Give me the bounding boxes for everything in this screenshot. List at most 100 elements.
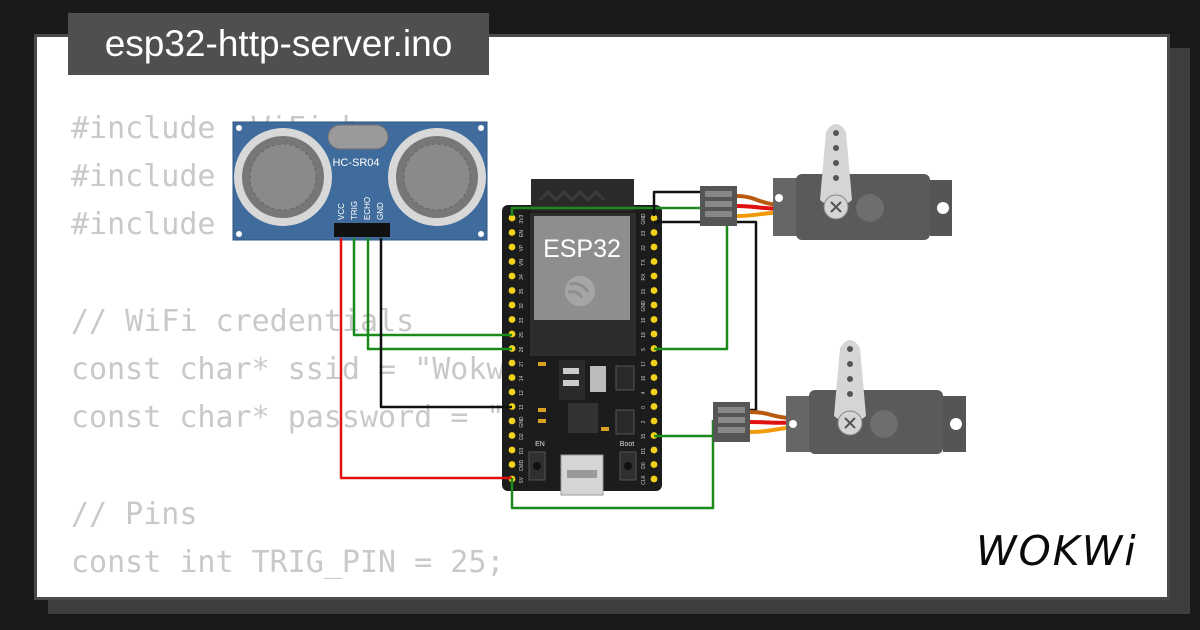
header-pin[interactable] <box>650 287 658 294</box>
wire-servo2-signal <box>654 426 717 438</box>
header-pin[interactable] <box>508 432 516 439</box>
header-pin[interactable] <box>508 388 516 396</box>
header-pin[interactable] <box>508 258 516 265</box>
sensor-pin-label: GND <box>376 202 385 220</box>
wire-servo1-signal <box>654 216 729 351</box>
code-line: const int ECHO_PIN = 26; <box>71 587 667 597</box>
code-line: // Pins <box>71 496 198 532</box>
wire-servo2-gnd <box>654 220 758 412</box>
header-pin[interactable] <box>650 301 658 309</box>
header-pin-label: D3 <box>519 448 525 455</box>
header-pin-label: 22 <box>641 245 647 251</box>
boot-button-label: Boot <box>620 441 634 448</box>
header-pin-label: VP <box>519 244 525 251</box>
header-pin[interactable] <box>650 446 658 454</box>
header-pin[interactable] <box>508 461 516 468</box>
header-pin-label: 5V <box>519 476 525 483</box>
header-pin-label: 13 <box>519 405 525 411</box>
header-pin-label: 12 <box>519 390 525 396</box>
header-pin-label: 35 <box>519 289 525 295</box>
en-button-label: EN <box>535 441 545 448</box>
header-pin-label: 15 <box>641 434 647 440</box>
header-pin[interactable] <box>508 316 516 323</box>
code-line: const int TRIG_PIN = 25; <box>71 544 505 580</box>
header-pin-label: D2 <box>519 433 525 440</box>
wire-gnd <box>379 238 512 409</box>
header-pin[interactable] <box>508 301 516 309</box>
header-pin[interactable] <box>650 359 658 367</box>
header-pin-label: 34 <box>519 274 525 280</box>
header-pin[interactable] <box>508 446 516 454</box>
header-pin[interactable] <box>508 359 516 367</box>
header-pin-label: 26 <box>519 347 525 353</box>
header-pin[interactable] <box>650 272 658 280</box>
header-pin-label: D1 <box>641 448 647 455</box>
header-pin-label: 17 <box>641 361 647 367</box>
servo-motor-2[interactable] <box>713 340 966 454</box>
header-pin-label: 18 <box>641 332 647 338</box>
header-pin[interactable] <box>650 388 658 396</box>
wire-trig <box>352 238 512 337</box>
header-pin-label: 27 <box>519 361 525 367</box>
header-pin-label: 5 <box>641 348 647 351</box>
header-pin[interactable] <box>508 417 516 425</box>
boot-button[interactable] <box>619 451 637 481</box>
header-pin[interactable] <box>650 403 658 410</box>
header-pin[interactable] <box>650 461 658 468</box>
header-pin[interactable] <box>650 374 658 381</box>
header-pin-label: GND <box>641 300 647 312</box>
header-pin[interactable] <box>650 243 658 251</box>
header-pin[interactable] <box>508 374 516 381</box>
header-pin-label: 14 <box>519 376 525 382</box>
header-pin[interactable] <box>650 258 658 265</box>
header-pin-label: 33 <box>519 318 525 324</box>
servo-motor-1[interactable] <box>700 124 952 240</box>
header-pin[interactable] <box>650 475 658 483</box>
wire-servo1-power <box>510 206 700 216</box>
header-pin-label: 4 <box>641 391 647 394</box>
wire-echo <box>366 238 512 351</box>
usb-port <box>560 454 604 496</box>
header-pin-label: RX <box>641 273 647 281</box>
header-pin[interactable] <box>650 229 658 236</box>
header-pin-label: 32 <box>519 303 525 309</box>
en-button[interactable] <box>528 451 546 481</box>
hc-sr04-sensor[interactable]: HC-SR04 VCC TRIG ECHO GND <box>232 121 488 241</box>
wokwi-logo: WOKWi <box>976 527 1138 575</box>
header-pin[interactable] <box>508 243 516 251</box>
sensor-transducer-left <box>234 128 332 226</box>
header-pin[interactable] <box>508 229 516 236</box>
header-pin-label: 23 <box>641 231 647 237</box>
header-pin[interactable] <box>508 287 516 294</box>
header-pin-label: 2 <box>641 420 647 423</box>
header-pin-label: GND <box>519 416 525 428</box>
esp32-chip-label: ESP32 <box>543 235 621 263</box>
sensor-pin-label: TRIG <box>350 201 359 220</box>
header-pin-label: TX <box>641 259 647 266</box>
sensor-pin-label: ECHO <box>363 197 372 220</box>
header-pin-label: CLK <box>641 474 647 484</box>
header-pin[interactable] <box>650 214 658 222</box>
header-pin-label: 25 <box>519 332 525 338</box>
header-pin-label: 16 <box>641 376 647 382</box>
header-pin-label: EN <box>519 230 525 237</box>
esp32-board[interactable]: ESP32 EN Boot 3V3ENVPVN34353233252627141… <box>502 179 662 496</box>
header-pin-label: 3V3 <box>519 214 525 223</box>
header-pin[interactable] <box>508 272 516 280</box>
header-pin-label: 21 <box>641 289 647 295</box>
header-pin-label: D0 <box>641 462 647 469</box>
header-pin[interactable] <box>650 417 658 425</box>
header-pin-label: 19 <box>641 318 647 324</box>
header-pin-label: CMD <box>519 459 525 471</box>
header-pin-label: GND <box>641 213 647 225</box>
wire-servo1-gnd <box>652 190 700 216</box>
header-pin[interactable] <box>650 316 658 323</box>
header-pin[interactable] <box>508 214 516 222</box>
project-title: esp32-http-server.ino <box>68 13 489 75</box>
header-pin-label: VN <box>519 259 525 266</box>
sensor-label: HC-SR04 <box>332 157 379 169</box>
header-pin[interactable] <box>650 330 658 338</box>
